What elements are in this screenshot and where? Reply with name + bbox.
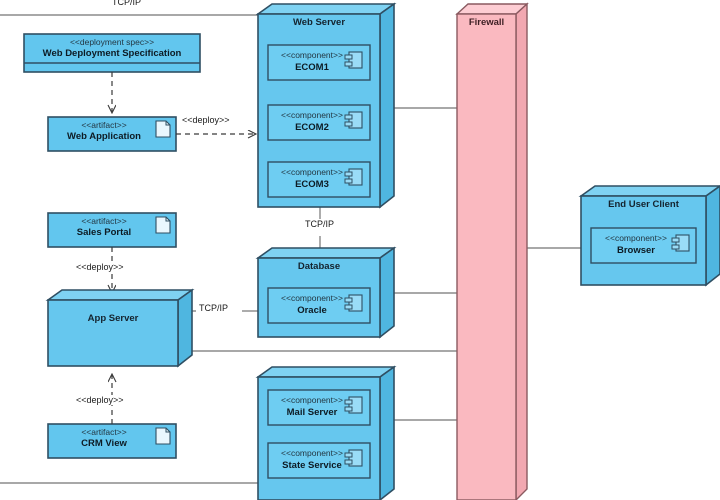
dependency-label-deploy-salesportal: <<deploy>> (74, 262, 126, 272)
component-icon (671, 234, 690, 252)
state-service-name: State Service (282, 460, 342, 471)
firewall-title: Firewall (468, 17, 505, 28)
web-deployment-spec-box[interactable] (23, 33, 201, 73)
web-deployment-spec-stereotype: <<deployment spec>> (69, 37, 155, 47)
component-icon (344, 168, 363, 186)
web-application-name: Web Application (67, 131, 141, 142)
component-icon (344, 294, 363, 312)
ecom3-name: ECOM3 (295, 179, 329, 190)
sales-portal-stereotype: <<artifact>> (81, 216, 127, 226)
oracle-name: Oracle (297, 305, 327, 316)
sales-portal-artifact-box[interactable] (47, 212, 177, 248)
connector-label-tcpip-ws-db: TCP/IP (303, 219, 337, 229)
dependency-label-deploy-crmview: <<deploy>> (74, 395, 126, 405)
connector-label-tcpip-app-db: TCP/IP (197, 303, 231, 313)
web-deployment-spec-name: Web Deployment Specification (42, 48, 182, 59)
component-icon (344, 51, 363, 69)
mail-server-component-box[interactable] (267, 389, 371, 426)
browser-component-box[interactable] (590, 227, 697, 264)
firewall-node[interactable] (455, 2, 529, 500)
mail-server-name: Mail Server (286, 407, 338, 418)
app-server-node[interactable] (45, 288, 195, 368)
browser-name: Browser (616, 245, 655, 256)
end-user-client-title: End User Client (608, 199, 679, 210)
browser-stereotype: <<component>> (605, 233, 667, 243)
web-server-title: Web Server (292, 17, 346, 28)
ecom3-component-box[interactable] (267, 161, 371, 198)
connector-label-tcpip-top: TCP/IP (110, 0, 144, 7)
services-node[interactable] (255, 365, 397, 500)
document-icon (155, 216, 171, 234)
crm-view-name: CRM View (81, 438, 127, 449)
component-icon (344, 449, 363, 467)
state-service-stereotype: <<component>> (281, 448, 343, 458)
ecom1-component-box[interactable] (267, 44, 371, 81)
dependency-label-deploy-webapp: <<deploy>> (180, 115, 232, 125)
state-service-component-box[interactable] (267, 442, 371, 479)
ecom1-name: ECOM1 (295, 62, 329, 73)
database-title: Database (297, 261, 341, 272)
ecom2-component-box[interactable] (267, 104, 371, 141)
ecom1-stereotype: <<component>> (281, 50, 343, 60)
document-icon (155, 427, 171, 445)
ecom3-stereotype: <<component>> (281, 167, 343, 177)
web-application-stereotype: <<artifact>> (81, 120, 127, 130)
sales-portal-name: Sales Portal (76, 227, 132, 238)
document-icon (155, 120, 171, 138)
oracle-stereotype: <<component>> (281, 293, 343, 303)
component-icon (344, 111, 363, 129)
component-icon (344, 396, 363, 414)
oracle-component-box[interactable] (267, 287, 371, 324)
ecom2-stereotype: <<component>> (281, 110, 343, 120)
mail-server-stereotype: <<component>> (281, 395, 343, 405)
app-server-title: App Server (87, 313, 139, 324)
ecom2-name: ECOM2 (295, 122, 329, 133)
database-node[interactable] (255, 246, 397, 339)
crm-view-stereotype: <<artifact>> (81, 427, 127, 437)
crm-view-artifact-box[interactable] (47, 423, 177, 459)
